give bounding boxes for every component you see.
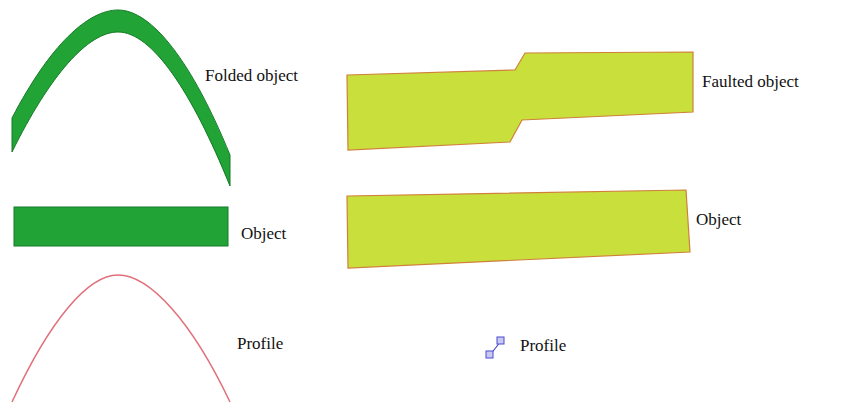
object-caption: Object [696,210,741,230]
fold-caption: Folded object [205,66,298,86]
unfaulted-object [347,190,690,268]
flat-object [14,207,228,246]
object-caption: Object [241,224,286,244]
fault-caption: Faulted object [702,72,799,92]
fault-profile [486,337,504,358]
folded-object [12,10,230,186]
fold-profile [12,275,230,402]
profile-caption: Profile [520,336,566,356]
profile-caption: Profile [237,334,283,354]
faulted-object [347,52,693,150]
